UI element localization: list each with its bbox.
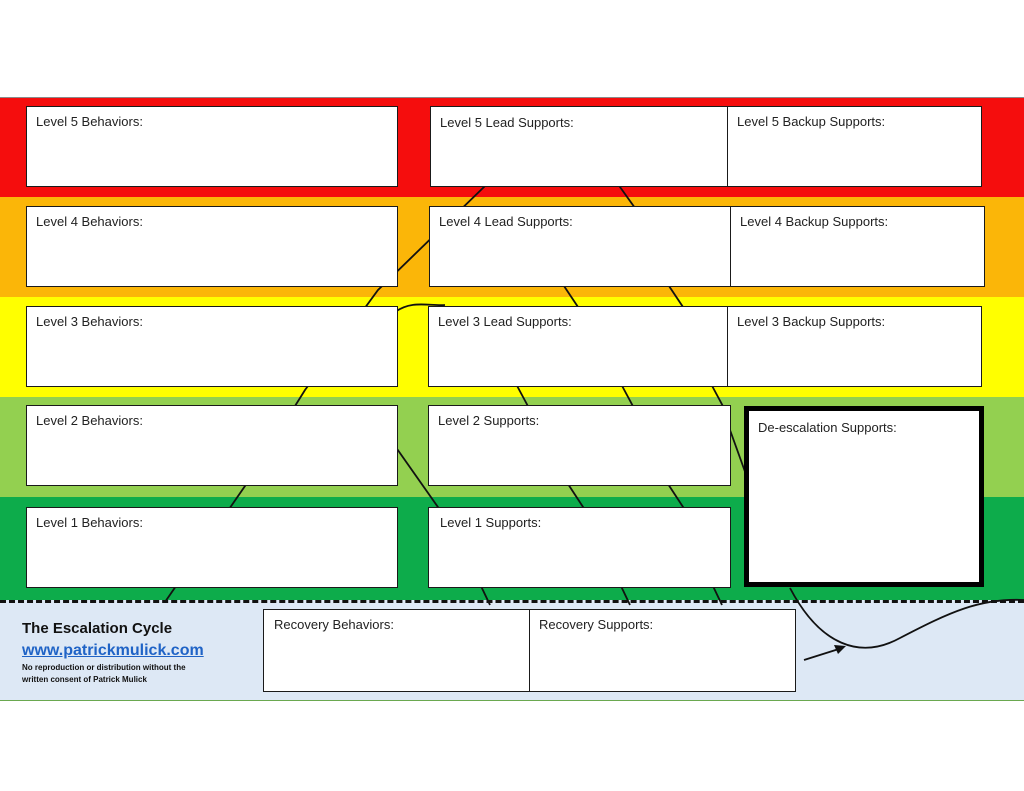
level-5-behaviors-box[interactable]: Level 5 Behaviors: [26, 106, 398, 187]
level-5-lead-supports-box[interactable]: Level 5 Lead Supports: [430, 106, 728, 187]
website-link[interactable]: www.patrickmulick.com [22, 642, 204, 659]
level-2-behaviors-box[interactable]: Level 2 Behaviors: [26, 405, 398, 486]
recovery-behaviors-box[interactable]: Recovery Behaviors: [263, 609, 530, 692]
level-4-lead-supports-box[interactable]: Level 4 Lead Supports: [429, 206, 731, 287]
level-2-supports-box[interactable]: Level 2 Supports: [428, 405, 731, 486]
level-1-behaviors-box[interactable]: Level 1 Behaviors: [26, 507, 398, 588]
recovery-supports-box[interactable]: Recovery Supports: [529, 609, 796, 692]
level-3-lead-supports-box[interactable]: Level 3 Lead Supports: [428, 306, 728, 387]
level-1-supports-box[interactable]: Level 1 Supports: [428, 507, 731, 588]
level-3-lead-supports-label: Level 3 Lead Supports: [438, 314, 572, 329]
level-2-behaviors-label: Level 2 Behaviors: [36, 413, 143, 428]
level-3-behaviors-label: Level 3 Behaviors: [36, 314, 143, 329]
de-escalation-supports-box[interactable]: De-escalation Supports: [744, 406, 984, 587]
level-4-backup-supports-box[interactable]: Level 4 Backup Supports: [730, 206, 985, 287]
recovery-supports-label: Recovery Supports: [539, 617, 654, 632]
de-escalation-supports-label: De-escalation Supports: [758, 420, 897, 435]
level-4-behaviors-box[interactable]: Level 4 Behaviors: [26, 206, 398, 287]
level-4-backup-supports-label: Level 4 Backup Supports: [740, 214, 889, 229]
level-2-supports-label: Level 2 Supports: [438, 413, 540, 428]
level-5-lead-supports-label: Level 5 Lead Supports: [440, 115, 574, 130]
escalation-cycle-title: The Escalation Cycle [22, 620, 173, 637]
level-3-backup-supports-box[interactable]: Level 3 Backup Supports: [727, 306, 982, 387]
level-4-lead-supports-label: Level 4 Lead Supports: [439, 214, 573, 229]
recovery-behaviors-label: Recovery Behaviors: [274, 617, 394, 632]
level-1-supports-label: Level 1 Supports: [440, 515, 542, 530]
level-3-behaviors-box[interactable]: Level 3 Behaviors: [26, 306, 398, 387]
level-1-behaviors-label: Level 1 Behaviors: [36, 515, 143, 530]
level-5-backup-supports-label: Level 5 Backup Supports: [737, 114, 886, 129]
level-4-behaviors-label: Level 4 Behaviors: [36, 214, 143, 229]
level-5-behaviors-label: Level 5 Behaviors: [36, 114, 143, 129]
copyright-note: No reproduction or distribution without … [22, 663, 186, 684]
level-3-backup-supports-label: Level 3 Backup Supports: [737, 314, 886, 329]
level-5-backup-supports-box[interactable]: Level 5 Backup Supports: [727, 106, 982, 187]
